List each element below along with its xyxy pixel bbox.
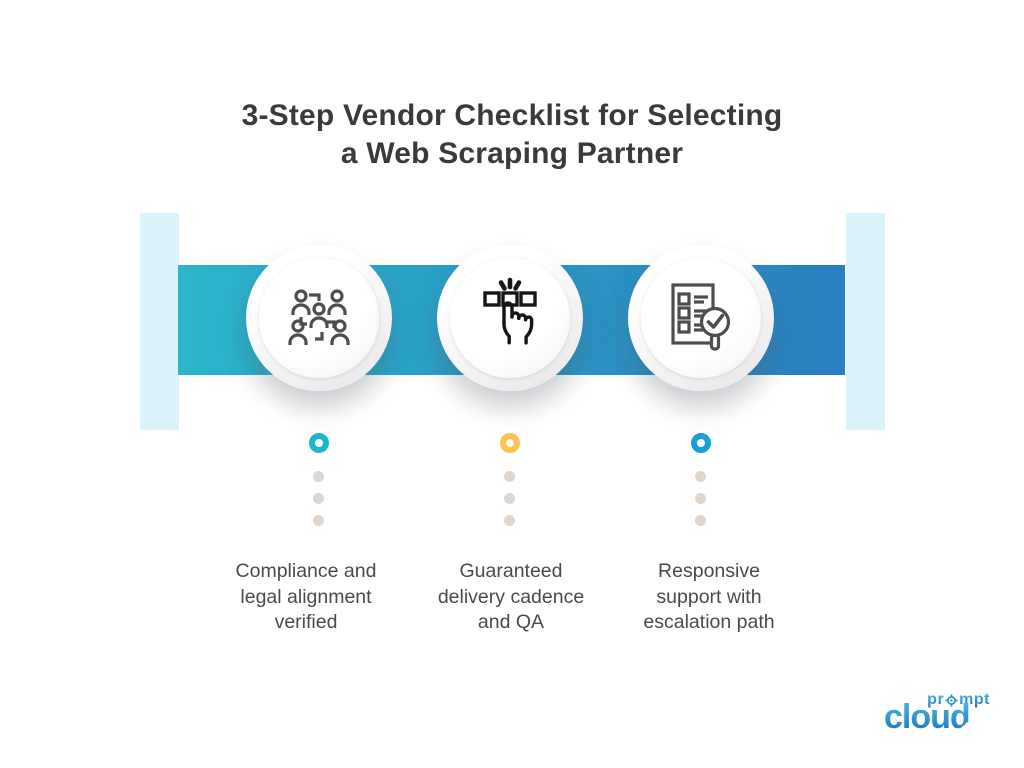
connector-dot — [504, 471, 515, 482]
step-2-circle-inner — [450, 258, 570, 378]
step-1-marker-ring — [309, 433, 329, 453]
logo-prompt-pre: pr — [927, 691, 944, 709]
logo-prompt-word: pr mpt — [927, 691, 990, 709]
left-accent-strip — [140, 213, 179, 430]
step-2-label: Guaranteed delivery cadence and QA — [437, 560, 585, 633]
promptcloud-logo: pr mpt cloud — [884, 691, 996, 743]
step-3-marker-ring — [691, 433, 711, 453]
step-2-circle — [437, 245, 583, 391]
step-1-circle — [246, 245, 392, 391]
logo-prompt-post: mpt — [959, 691, 990, 708]
logo-cloud-word: cloud — [884, 698, 977, 737]
connector-dot — [313, 471, 324, 482]
connector-dot — [504, 515, 515, 526]
step-3-circle — [628, 245, 774, 391]
team-network-icon — [288, 289, 350, 345]
step-1-label: Compliance and legal alignment verified — [235, 560, 377, 633]
page-title: 3-Step Vendor Checklist for Selecting a … — [0, 97, 1024, 173]
choose-option-icon — [483, 277, 537, 345]
connector-dot — [504, 493, 515, 504]
right-accent-strip — [846, 213, 885, 430]
logo-cloud-text: cloud — [884, 698, 971, 736]
step-1-circle-inner — [259, 258, 379, 378]
connector-dot — [695, 471, 706, 482]
step-2-marker-ring — [500, 433, 520, 453]
step-3-label: Responsive support with escalation path — [643, 560, 775, 633]
title-line-1: 3-Step Vendor Checklist for Selecting — [241, 99, 783, 132]
checklist-review-icon — [671, 283, 731, 351]
cloud-icon — [961, 722, 977, 733]
connector-dot — [695, 493, 706, 504]
connector-dot — [695, 515, 706, 526]
step-3-circle-inner — [641, 258, 761, 378]
connector-dot — [313, 493, 324, 504]
title-line-2: a Web Scraping Partner — [340, 137, 684, 170]
target-o-icon — [945, 693, 958, 707]
connector-dot — [313, 515, 324, 526]
